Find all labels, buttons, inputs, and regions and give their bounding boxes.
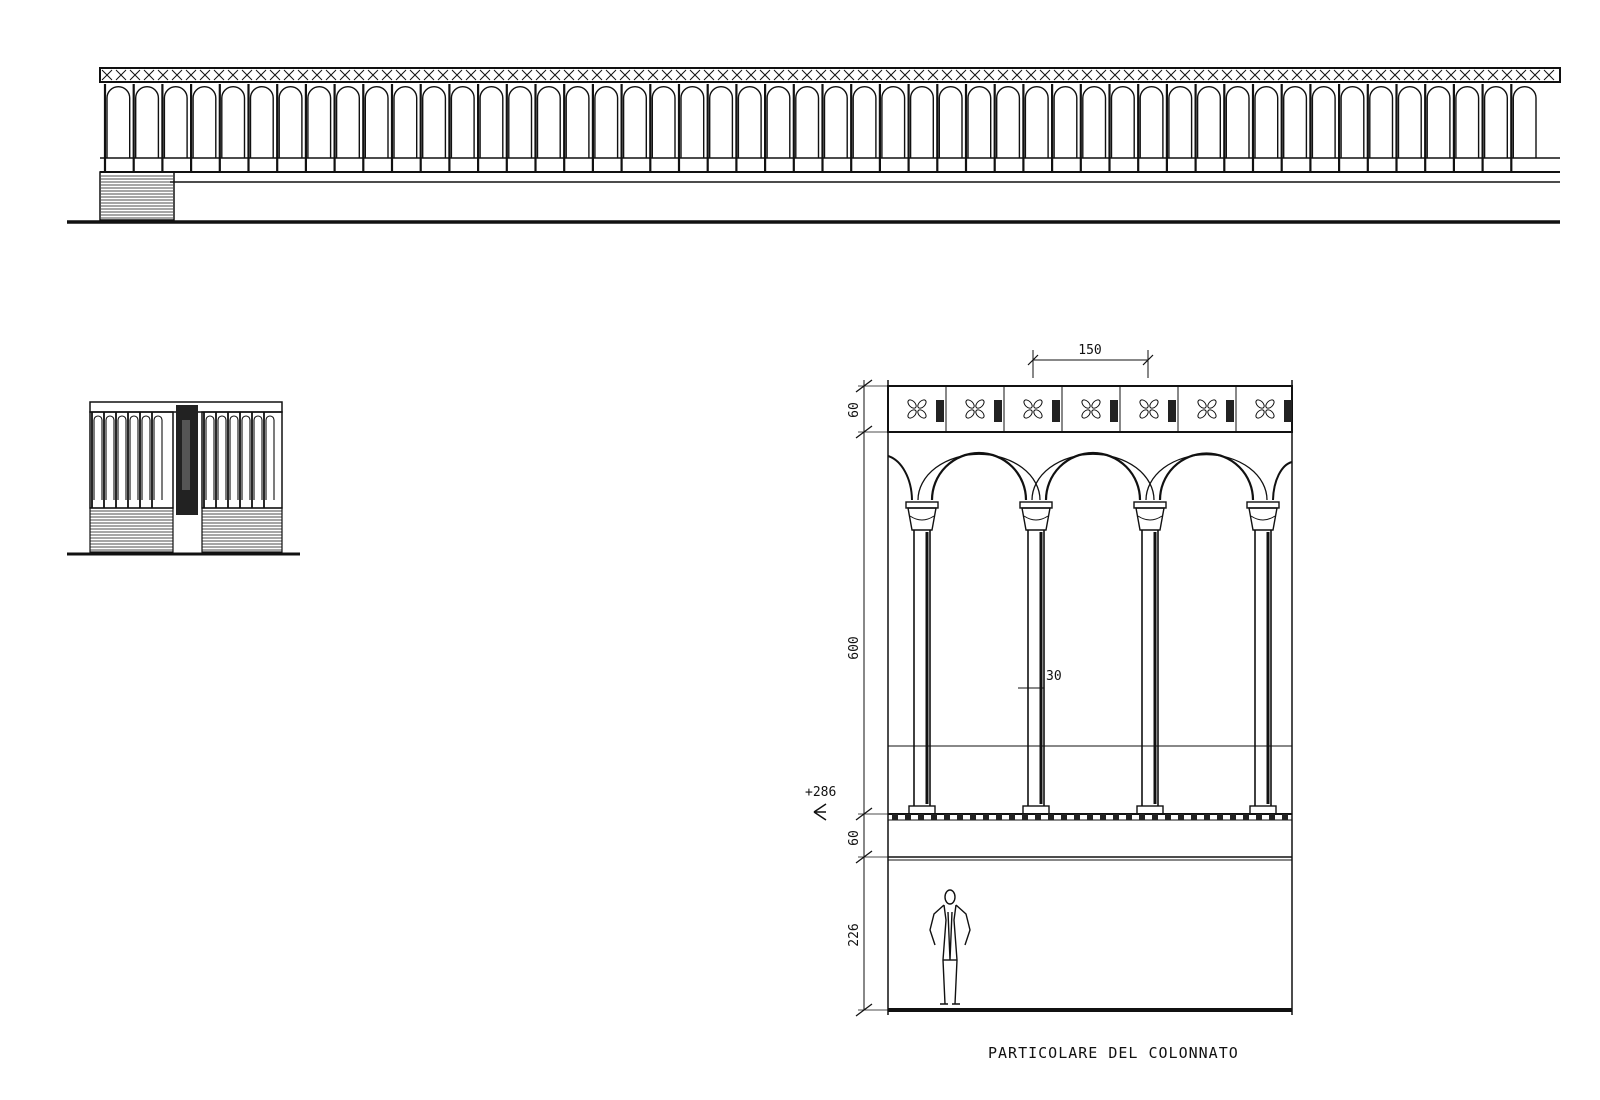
long-colonnade-elevation — [67, 67, 1561, 224]
left-tower-base — [99, 171, 175, 221]
dim-plinth-height: 60 — [847, 830, 862, 846]
detail-arches — [887, 431, 1293, 501]
dim-base-height: 226 — [847, 923, 862, 946]
level-mark-label: +286 — [805, 785, 836, 800]
dim-bay-width: 150 — [1078, 343, 1101, 358]
bay-width-dimension: 150 — [1027, 343, 1154, 378]
vertical-dimension-chain: 60 600 60 226 — [847, 379, 888, 1017]
detail-columns — [905, 501, 1280, 815]
drawing-caption: PARTICOLARE DEL COLONNATO — [988, 1044, 1239, 1062]
column-diameter-dimension: 30 — [1018, 669, 1062, 689]
dim-arcade-height: 600 — [847, 636, 862, 659]
side-elevation — [67, 401, 300, 556]
frieze-ornament-band — [101, 69, 1555, 81]
dim-column-diameter: 30 — [1046, 669, 1062, 684]
top-arcade-arches — [103, 84, 1537, 172]
level-marker: +286 — [805, 785, 836, 821]
dim-frieze-height: 60 — [847, 402, 862, 418]
colonnade-detail: 60 600 60 226 +286 150 30 PARTICOLARE DE… — [805, 343, 1293, 1062]
scale-human-figure — [929, 889, 971, 1005]
detail-frieze-rosettes — [887, 386, 1292, 432]
